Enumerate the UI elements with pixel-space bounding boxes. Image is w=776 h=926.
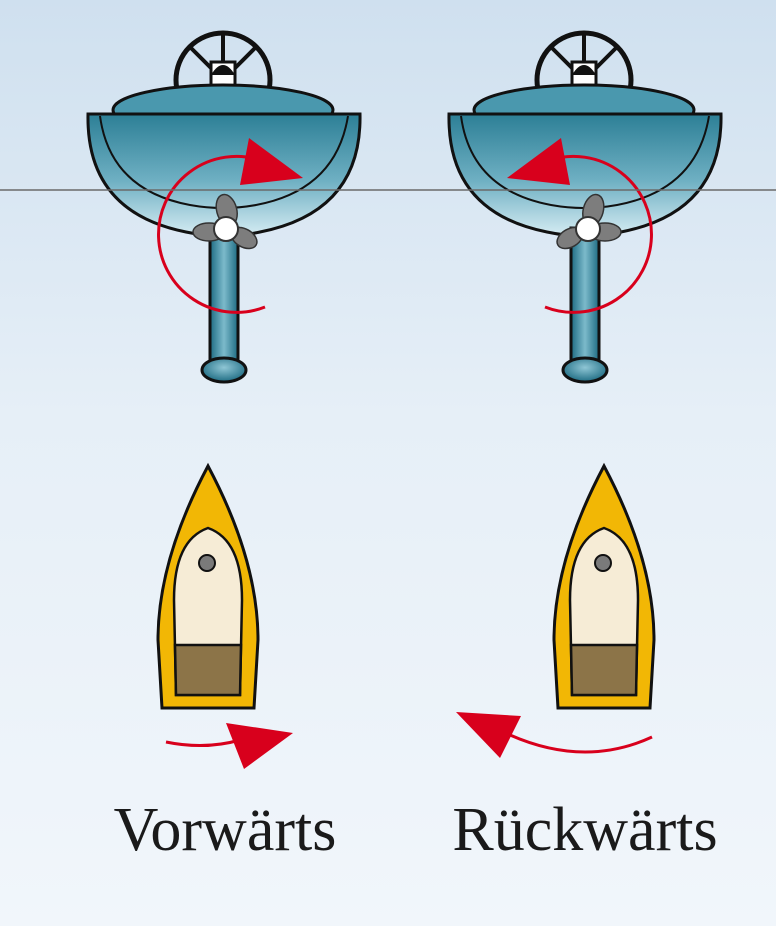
counterclockwise-arrow-icon	[507, 138, 653, 314]
stern-swing-arrow-right	[165, 723, 293, 769]
hatch-icon	[198, 554, 216, 572]
propeller-icon	[556, 193, 622, 250]
keel	[569, 226, 601, 370]
label-forward: Vorwärts	[113, 796, 337, 864]
hatch-icon	[594, 554, 612, 572]
keel-bulb	[561, 356, 609, 384]
stern-view-forward	[86, 30, 362, 384]
propeller-icon	[192, 193, 258, 250]
stern-view-reverse	[447, 30, 723, 384]
keel	[208, 226, 240, 370]
boat-top-view-reverse	[552, 462, 656, 710]
keel-bulb	[200, 356, 248, 384]
label-reverse: Rückwärts	[452, 796, 718, 864]
boat-top-view-forward	[156, 462, 260, 710]
stern-swing-arrow-left	[456, 712, 653, 758]
clockwise-arrow-icon	[157, 138, 303, 314]
